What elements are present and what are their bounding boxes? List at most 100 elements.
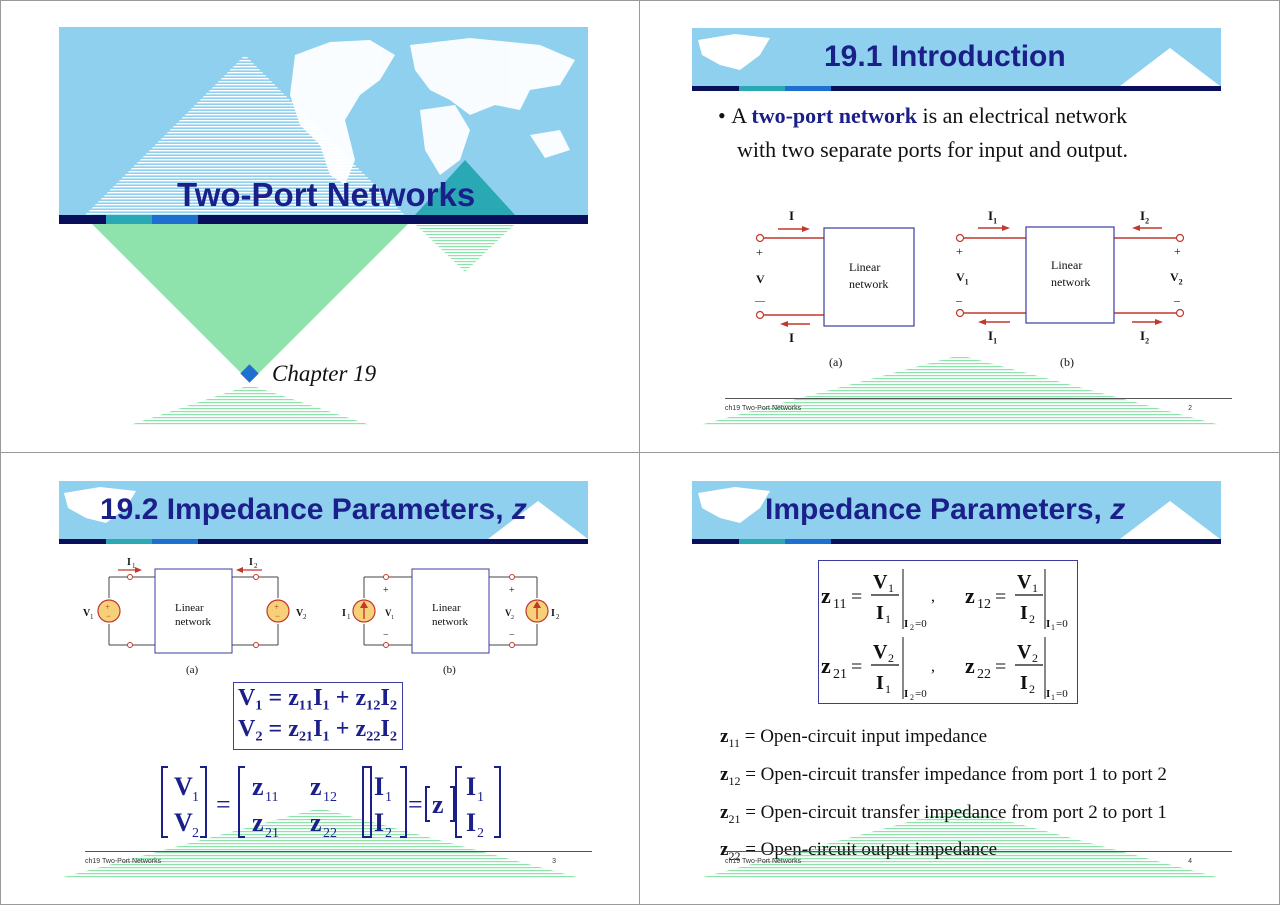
svg-text:V: V <box>174 808 193 837</box>
svg-text:I: I <box>466 772 476 801</box>
svg-text:−: − <box>383 630 389 641</box>
footer-rule <box>85 851 592 852</box>
slide-header-graphic <box>692 481 1221 878</box>
svg-text:V: V <box>873 641 888 663</box>
svg-text:−: − <box>275 611 280 621</box>
svg-text:+: + <box>274 602 279 612</box>
svg-text:2: 2 <box>910 623 914 632</box>
voltage-source-icon <box>97 599 121 623</box>
page-number: 2 <box>1188 405 1192 412</box>
svg-text:I: I <box>249 557 253 568</box>
svg-text:V: V <box>873 571 888 593</box>
intro-bullet: • A two-port network is an electrical ne… <box>718 103 1129 162</box>
svg-text:=0: =0 <box>915 688 927 700</box>
svg-text:I: I <box>1046 618 1050 630</box>
slide-title: Impedance Parameters, z <box>765 493 1126 526</box>
svg-text:2: 2 <box>1029 682 1035 696</box>
svg-text:1: 1 <box>347 613 351 621</box>
svg-text:2: 2 <box>1029 612 1035 626</box>
svg-text:2: 2 <box>192 826 199 841</box>
footer-left: ch19 Two-Port Networks <box>725 858 802 865</box>
svg-text:z: z <box>310 772 322 801</box>
caption-b: (b) <box>1060 355 1074 369</box>
svg-text:12: 12 <box>977 597 991 612</box>
figure-b-two-port <box>955 225 1185 325</box>
chapter-label: Chapter 19 <box>272 361 377 386</box>
svg-text:=: = <box>995 586 1006 608</box>
svg-text:−: − <box>509 630 515 641</box>
world-map-icon <box>64 487 136 523</box>
svg-text:z: z <box>821 653 831 678</box>
svg-text:21: 21 <box>265 826 279 841</box>
svg-text:z: z <box>965 583 975 608</box>
svg-text:+: + <box>383 585 389 596</box>
svg-text:I: I <box>1020 602 1028 624</box>
svg-text:z: z <box>310 808 322 837</box>
svg-text:=: = <box>851 656 862 678</box>
caption-a: (a) <box>186 664 199 676</box>
svg-text:I: I <box>551 608 555 619</box>
svg-text:z: z <box>821 583 831 608</box>
footer-left: ch19 Two-Port Networks <box>85 858 162 865</box>
svg-text:V: V <box>174 772 193 801</box>
svg-text:1: 1 <box>391 615 394 621</box>
svg-text:I: I <box>876 672 884 694</box>
svg-text:,: , <box>931 658 935 675</box>
svg-text:1: 1 <box>1051 693 1055 702</box>
slide-1: Two-Port Networks Chapter 19 <box>0 0 640 452</box>
svg-text:z: z <box>965 653 975 678</box>
svg-text:21: 21 <box>833 667 847 682</box>
svg-text:I: I <box>876 602 884 624</box>
figure-a-one-port <box>755 226 915 327</box>
voltage-source-icon <box>266 599 290 623</box>
svg-text:2: 2 <box>303 613 307 621</box>
svg-text:V: V <box>83 608 91 619</box>
svg-text:1: 1 <box>1032 581 1038 595</box>
svg-text:z: z <box>252 772 264 801</box>
svg-text:2: 2 <box>556 613 560 621</box>
svg-text:2: 2 <box>254 562 258 570</box>
svg-text:1: 1 <box>385 790 392 805</box>
svg-text:z: z <box>432 790 444 819</box>
svg-text:I: I <box>342 608 346 619</box>
svg-text:2: 2 <box>910 693 914 702</box>
slide-2: 19.1 Introduction • A two-port network i… <box>640 0 1280 452</box>
svg-text:V: V <box>1017 641 1032 663</box>
svg-text:11: 11 <box>833 597 846 612</box>
svg-text:11: 11 <box>265 790 278 805</box>
footer-rule <box>725 851 1232 852</box>
caption-a: (a) <box>829 355 843 369</box>
definition-z22: z22 = Open-circuit output impedance <box>720 839 998 864</box>
svg-text:=0: =0 <box>915 618 927 630</box>
svg-text:I: I <box>374 808 384 837</box>
slide-title: 19.1 Introduction <box>824 40 1066 73</box>
svg-text:I: I <box>1046 688 1050 700</box>
svg-text:I: I <box>904 688 908 700</box>
svg-text:2: 2 <box>888 651 894 665</box>
svg-text:V: V <box>1017 571 1032 593</box>
slide-header-graphic <box>692 28 1221 425</box>
svg-text:=0: =0 <box>1056 688 1068 700</box>
svg-text:1: 1 <box>90 613 94 621</box>
svg-text:1: 1 <box>1051 623 1055 632</box>
z-equations-box: V₁ = z₁₁I₁ + z₁₂I₂ V₂ = z₂₁I₁ + z₂₂I₂ <box>233 682 403 750</box>
svg-text:V: V <box>505 608 512 618</box>
svg-text:2: 2 <box>477 826 484 841</box>
diamond-bullet-icon <box>240 364 259 383</box>
world-map-icon <box>698 34 770 70</box>
svg-text:2: 2 <box>511 615 514 621</box>
svg-text:I: I <box>1020 672 1028 694</box>
equation-v1: V₁ = z₁₁I₁ + z₁₂I₂ <box>238 685 398 711</box>
svg-text:1: 1 <box>192 790 199 805</box>
world-map-icon <box>290 38 575 185</box>
svg-text:=0: =0 <box>1056 618 1068 630</box>
world-map-icon <box>698 487 770 523</box>
svg-text:22: 22 <box>323 826 337 841</box>
bullet-dot: • <box>718 103 732 128</box>
presentation-title: Two-Port Networks <box>177 176 476 213</box>
